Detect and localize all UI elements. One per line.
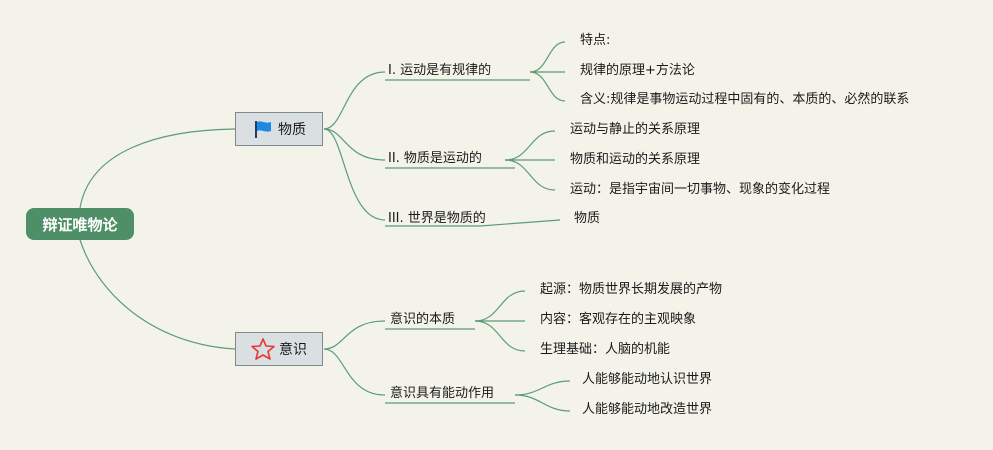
root-label: 辩证唯物论 <box>42 215 118 234</box>
edge-leaf-5-1 <box>514 380 571 396</box>
branch-node-consciousness[interactable]: 意识 <box>235 332 323 366</box>
leaf-physiological-basis[interactable]: 生理基础：人脑的机能 <box>540 342 671 357</box>
leaf-matter-motion[interactable]: 物质和运动的关系原理 <box>570 152 701 167</box>
subtopic-essence[interactable]: 意识的本质 <box>390 312 456 327</box>
leaf-matter[interactable]: 物质 <box>574 211 601 226</box>
edge-matter-3 <box>323 128 386 221</box>
edge-leaf-2-3 <box>504 159 556 191</box>
subtopic-initiative[interactable]: 意识具有能动作用 <box>390 386 495 401</box>
leaf-origin[interactable]: 起源：物质世界长期发展的产物 <box>540 282 723 297</box>
root-node[interactable]: 辩证唯物论 <box>26 208 134 240</box>
leaf-change-world[interactable]: 人能够能动地改造世界 <box>582 402 713 417</box>
leaf-law-meaning[interactable]: 含义:规律是事物运动过程中固有的、本质的、必然的联系 <box>580 92 910 107</box>
leaf-features[interactable]: 特点: <box>580 33 611 48</box>
edge-leaf-1-1 <box>529 41 566 73</box>
branch-node-matter[interactable]: 物质 <box>235 112 323 146</box>
underline-sub-3 <box>385 219 561 227</box>
leaf-content[interactable]: 内容：客观存在的主观映象 <box>540 312 697 327</box>
leaf-law-principle[interactable]: 规律的原理+方法论 <box>580 63 695 78</box>
red-star-outline-icon <box>251 338 275 360</box>
edge-consciousness-1 <box>323 320 386 350</box>
blue-flag-icon <box>252 119 274 139</box>
edge-root-matter <box>79 128 236 209</box>
edge-matter-2 <box>323 128 386 161</box>
edge-root-consciousness <box>79 239 236 350</box>
leaf-motion-rest[interactable]: 运动与静止的关系原理 <box>570 122 701 137</box>
subtopic-motion-regular[interactable]: I. 运动是有规律的 <box>388 63 492 78</box>
edge-matter-1 <box>323 71 386 130</box>
branch-label-consciousness: 意识 <box>279 342 307 358</box>
subtopic-matter-moving[interactable]: II. 物质是运动的 <box>388 151 482 166</box>
edge-leaf-5-2 <box>514 394 571 412</box>
edge-leaf-4-3 <box>474 320 526 352</box>
subtopic-world-material[interactable]: III. 世界是物质的 <box>388 211 486 226</box>
branch-label-matter: 物质 <box>278 122 306 138</box>
leaf-motion-definition[interactable]: 运动：是指宇宙间一切事物、现象的变化过程 <box>570 182 831 197</box>
edge-leaf-2-1 <box>504 130 556 161</box>
edge-leaf-1-3 <box>529 71 566 102</box>
edge-leaf-4-1 <box>474 290 526 322</box>
edge-consciousness-2 <box>323 348 386 396</box>
leaf-know-world[interactable]: 人能够能动地认识世界 <box>582 372 713 387</box>
